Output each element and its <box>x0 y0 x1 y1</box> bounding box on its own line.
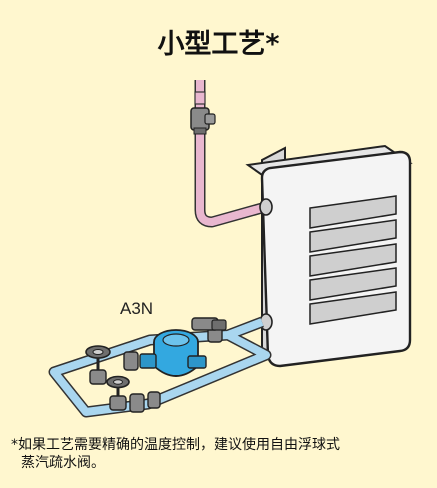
footnote-line-2: 蒸汽疏水阀。 <box>21 455 105 471</box>
diagram-title: 小型工艺* <box>157 29 280 60</box>
unit-heater <box>245 144 413 368</box>
inlet-valve-icon <box>85 345 111 385</box>
steam-pipe <box>194 80 264 228</box>
heater-louvers <box>309 195 397 325</box>
outlet-valve-icon <box>191 317 227 331</box>
footnote-line-1: *如果工艺需要精确的温度控制，建议使用自由浮球式 <box>11 437 340 453</box>
trap-model-label: A3N <box>120 299 154 318</box>
footnote: *如果工艺需要精确的温度控制，建议使用自由浮球式 蒸汽疏水阀。 <box>11 436 431 472</box>
steam-valve-icon <box>190 107 216 135</box>
a3n-steam-trap <box>139 329 207 377</box>
condensate-pipe <box>48 316 272 418</box>
bypass-valve-icon <box>106 375 130 411</box>
